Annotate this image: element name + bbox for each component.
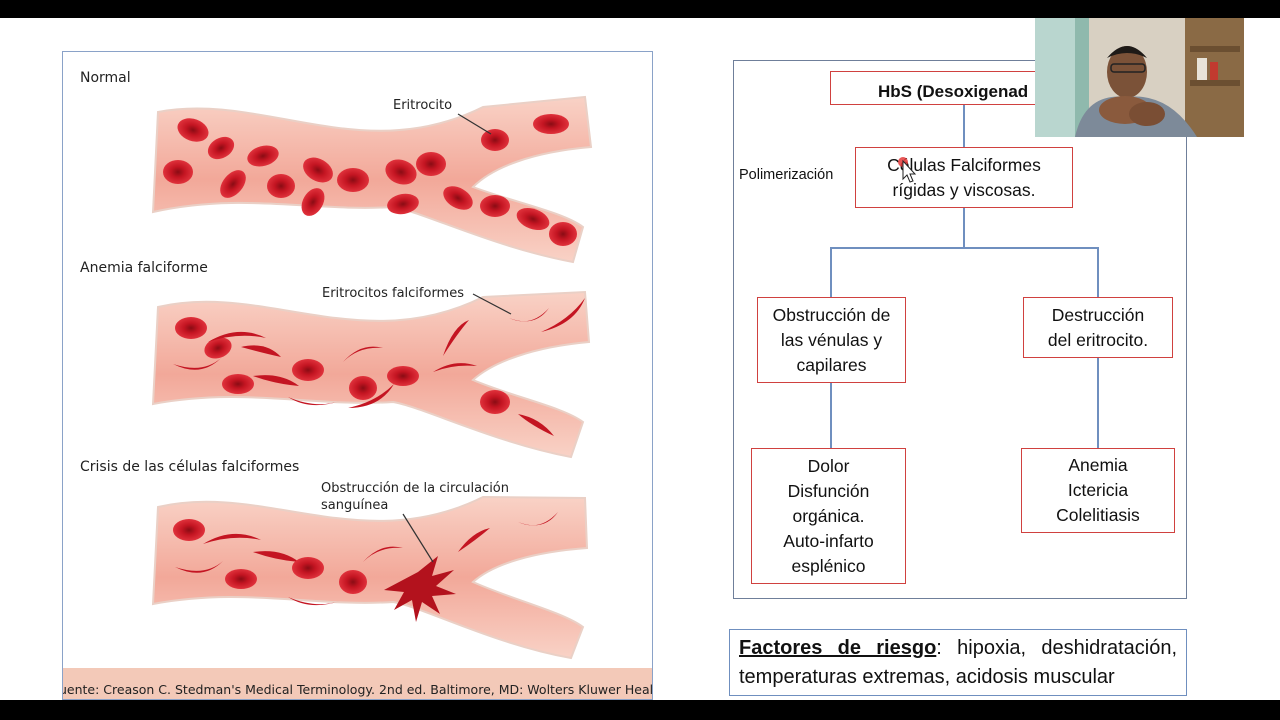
section-label-normal: Normal <box>80 70 131 86</box>
connector-level1-split <box>963 207 965 248</box>
connector-to-left-branch <box>830 247 832 297</box>
bottom-letterbox <box>0 700 1280 720</box>
connector-root-level1 <box>963 104 965 148</box>
root-label: HbS (Desoxigenad <box>878 82 1029 101</box>
connector-right-down <box>1097 358 1099 448</box>
flow-diagram-frame <box>733 60 1187 599</box>
right-outcomes-text: Anemia Ictericia Colelitiasis <box>1056 455 1140 525</box>
normal-vessel <box>151 95 593 264</box>
webcam-video-frame <box>1035 18 1244 137</box>
section-label-crisis: Crisis de las células falciformes <box>80 459 300 475</box>
sickle-cells-box: Células Falciformes rígidas y viscosas. <box>855 147 1073 208</box>
callout-obstruction-line1: Obstrucción de la circulación <box>321 481 509 496</box>
destruction-box: Destrucción del eritrocito. <box>1023 297 1173 358</box>
callout-sickle-cells: Eritrocitos falciformes <box>322 286 464 301</box>
crisis-vessel <box>151 495 589 660</box>
section-label-sickle: Anemia falciforme <box>80 260 208 276</box>
risk-factors-text: : hipoxia, deshidratación, temperaturas … <box>739 637 1177 688</box>
pointer-cursor-icon <box>898 157 917 183</box>
connector-horizontal <box>830 247 1098 249</box>
webcam-overlay <box>1035 18 1244 137</box>
illustration-panel: Normal Anemia falciforme Crisis de las c… <box>62 51 653 700</box>
left-outcomes-text: Dolor Disfunción orgánica. Auto-infarto … <box>783 455 874 576</box>
connector-left-down <box>830 383 832 449</box>
source-citation: uente: Creason C. Stedman's Medical Term… <box>62 682 653 697</box>
risk-factors-box: Factores de riesgo: hipoxia, deshidratac… <box>729 629 1187 696</box>
source-strip <box>63 668 652 699</box>
connector-to-right-branch <box>1097 247 1099 297</box>
destruction-text: Destrucción del eritrocito. <box>1047 304 1149 350</box>
right-outcomes-box: Anemia Ictericia Colelitiasis <box>1021 448 1175 533</box>
obstruction-text: Obstrucción de las vénulas y capilares <box>772 304 891 375</box>
left-outcomes-box: Dolor Disfunción orgánica. Auto-infarto … <box>751 448 906 584</box>
vessel-illustration <box>151 95 593 660</box>
callout-eritrocito: Eritrocito <box>393 98 453 113</box>
risk-factors-heading: Factores de riesgo <box>739 637 937 659</box>
top-letterbox <box>0 0 1280 18</box>
obstruction-box: Obstrucción de las vénulas y capilares <box>757 297 906 383</box>
polymerization-label: Polimerización <box>739 167 834 183</box>
callout-obstruction-line2: sanguínea <box>321 498 389 513</box>
sickle-vessel <box>151 290 591 459</box>
